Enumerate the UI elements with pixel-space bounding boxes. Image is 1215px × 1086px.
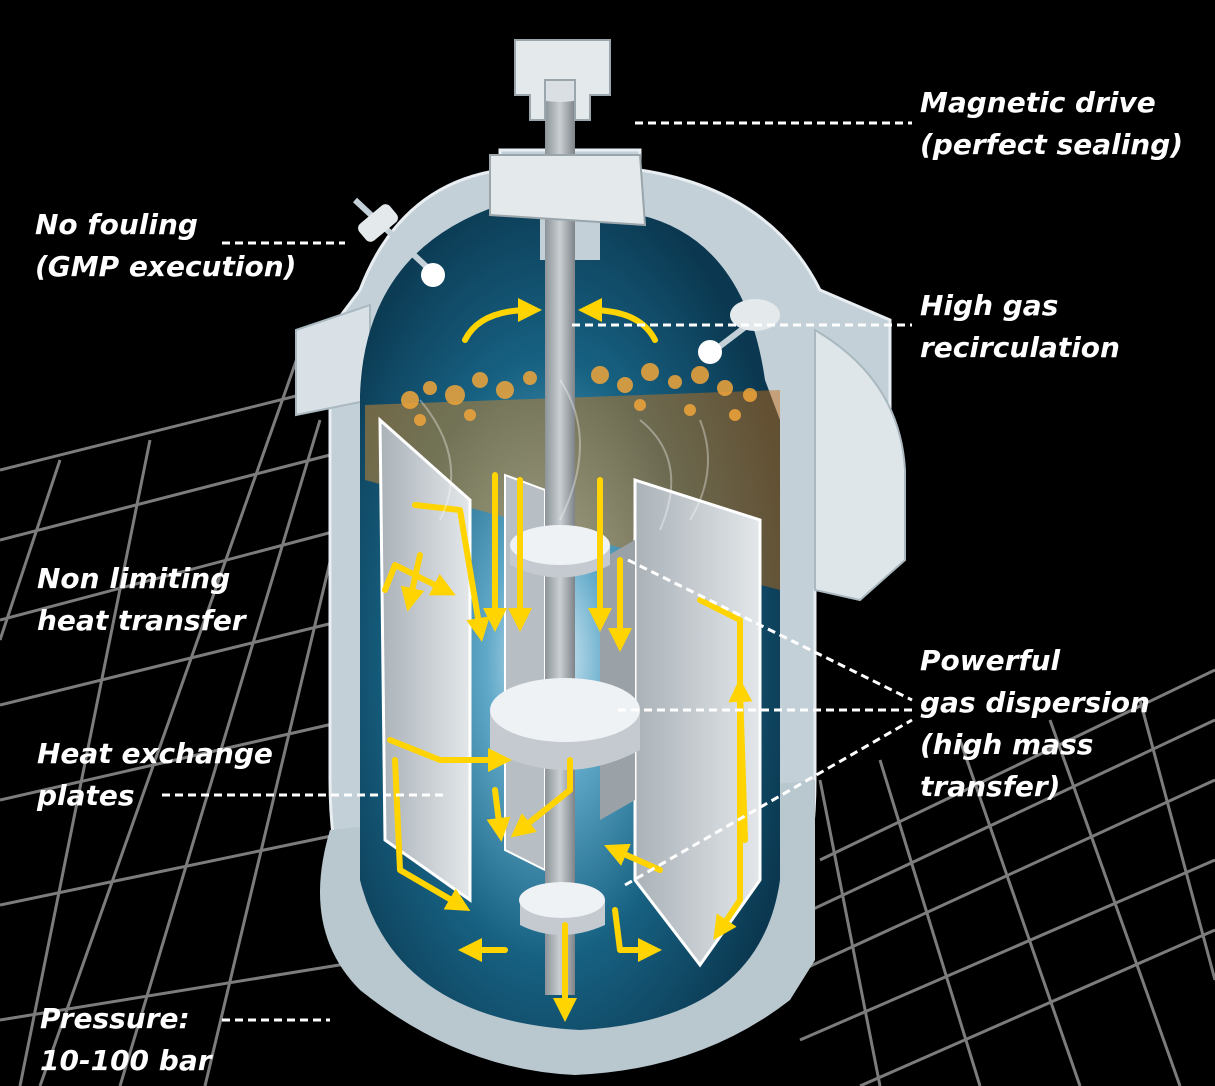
impeller-bottom <box>519 882 605 935</box>
magnetic-drive-line1: Magnetic drive <box>920 86 1156 119</box>
impeller-top <box>510 525 610 578</box>
magnetic-drive-head <box>489 39 647 227</box>
non-limiting-label: Non limiting heat transfer <box>37 558 246 642</box>
powerful-gas-line2: gas dispersion <box>920 686 1150 719</box>
no-fouling-line1: No fouling <box>35 208 198 241</box>
nozzles <box>352 197 802 364</box>
heat-exchange-line1: Heat exchange <box>37 737 273 770</box>
heat-exchange-label: Heat exchange plates <box>37 733 273 817</box>
powerful-gas-label: Powerful gas dispersion (high mass trans… <box>920 640 1150 808</box>
high-gas-line2: recirculation <box>920 331 1120 364</box>
flow-arrows <box>382 298 753 1022</box>
no-fouling-label: No fouling (GMP execution) <box>35 204 296 288</box>
pressure-label: Pressure: 10-100 bar <box>40 998 212 1082</box>
pressure-line1: Pressure: <box>40 1002 190 1035</box>
gas-streaks <box>419 379 709 531</box>
powerful-gas-line3: (high mass <box>920 728 1094 761</box>
powerful-gas-line4: transfer) <box>920 770 1061 803</box>
impeller-middle <box>490 678 640 770</box>
no-fouling-line2: (GMP execution) <box>35 250 297 283</box>
pressure-line2: 10-100 bar <box>40 1044 212 1077</box>
callout-leaders <box>162 121 913 1022</box>
high-gas-line1: High gas <box>920 289 1059 322</box>
magnetic-drive-line2: (perfect sealing) <box>920 128 1184 161</box>
magnetic-drive-label: Magnetic drive (perfect sealing) <box>920 82 1183 166</box>
non-limiting-line1: Non limiting <box>37 562 231 595</box>
powerful-gas-line1: Powerful <box>920 644 1061 677</box>
heat-exchange-line2: plates <box>37 779 135 812</box>
foam-bubbles <box>401 363 757 426</box>
high-gas-label: High gas recirculation <box>920 285 1120 369</box>
non-limiting-line2: heat transfer <box>37 604 246 637</box>
floor-grid <box>0 349 1215 1086</box>
